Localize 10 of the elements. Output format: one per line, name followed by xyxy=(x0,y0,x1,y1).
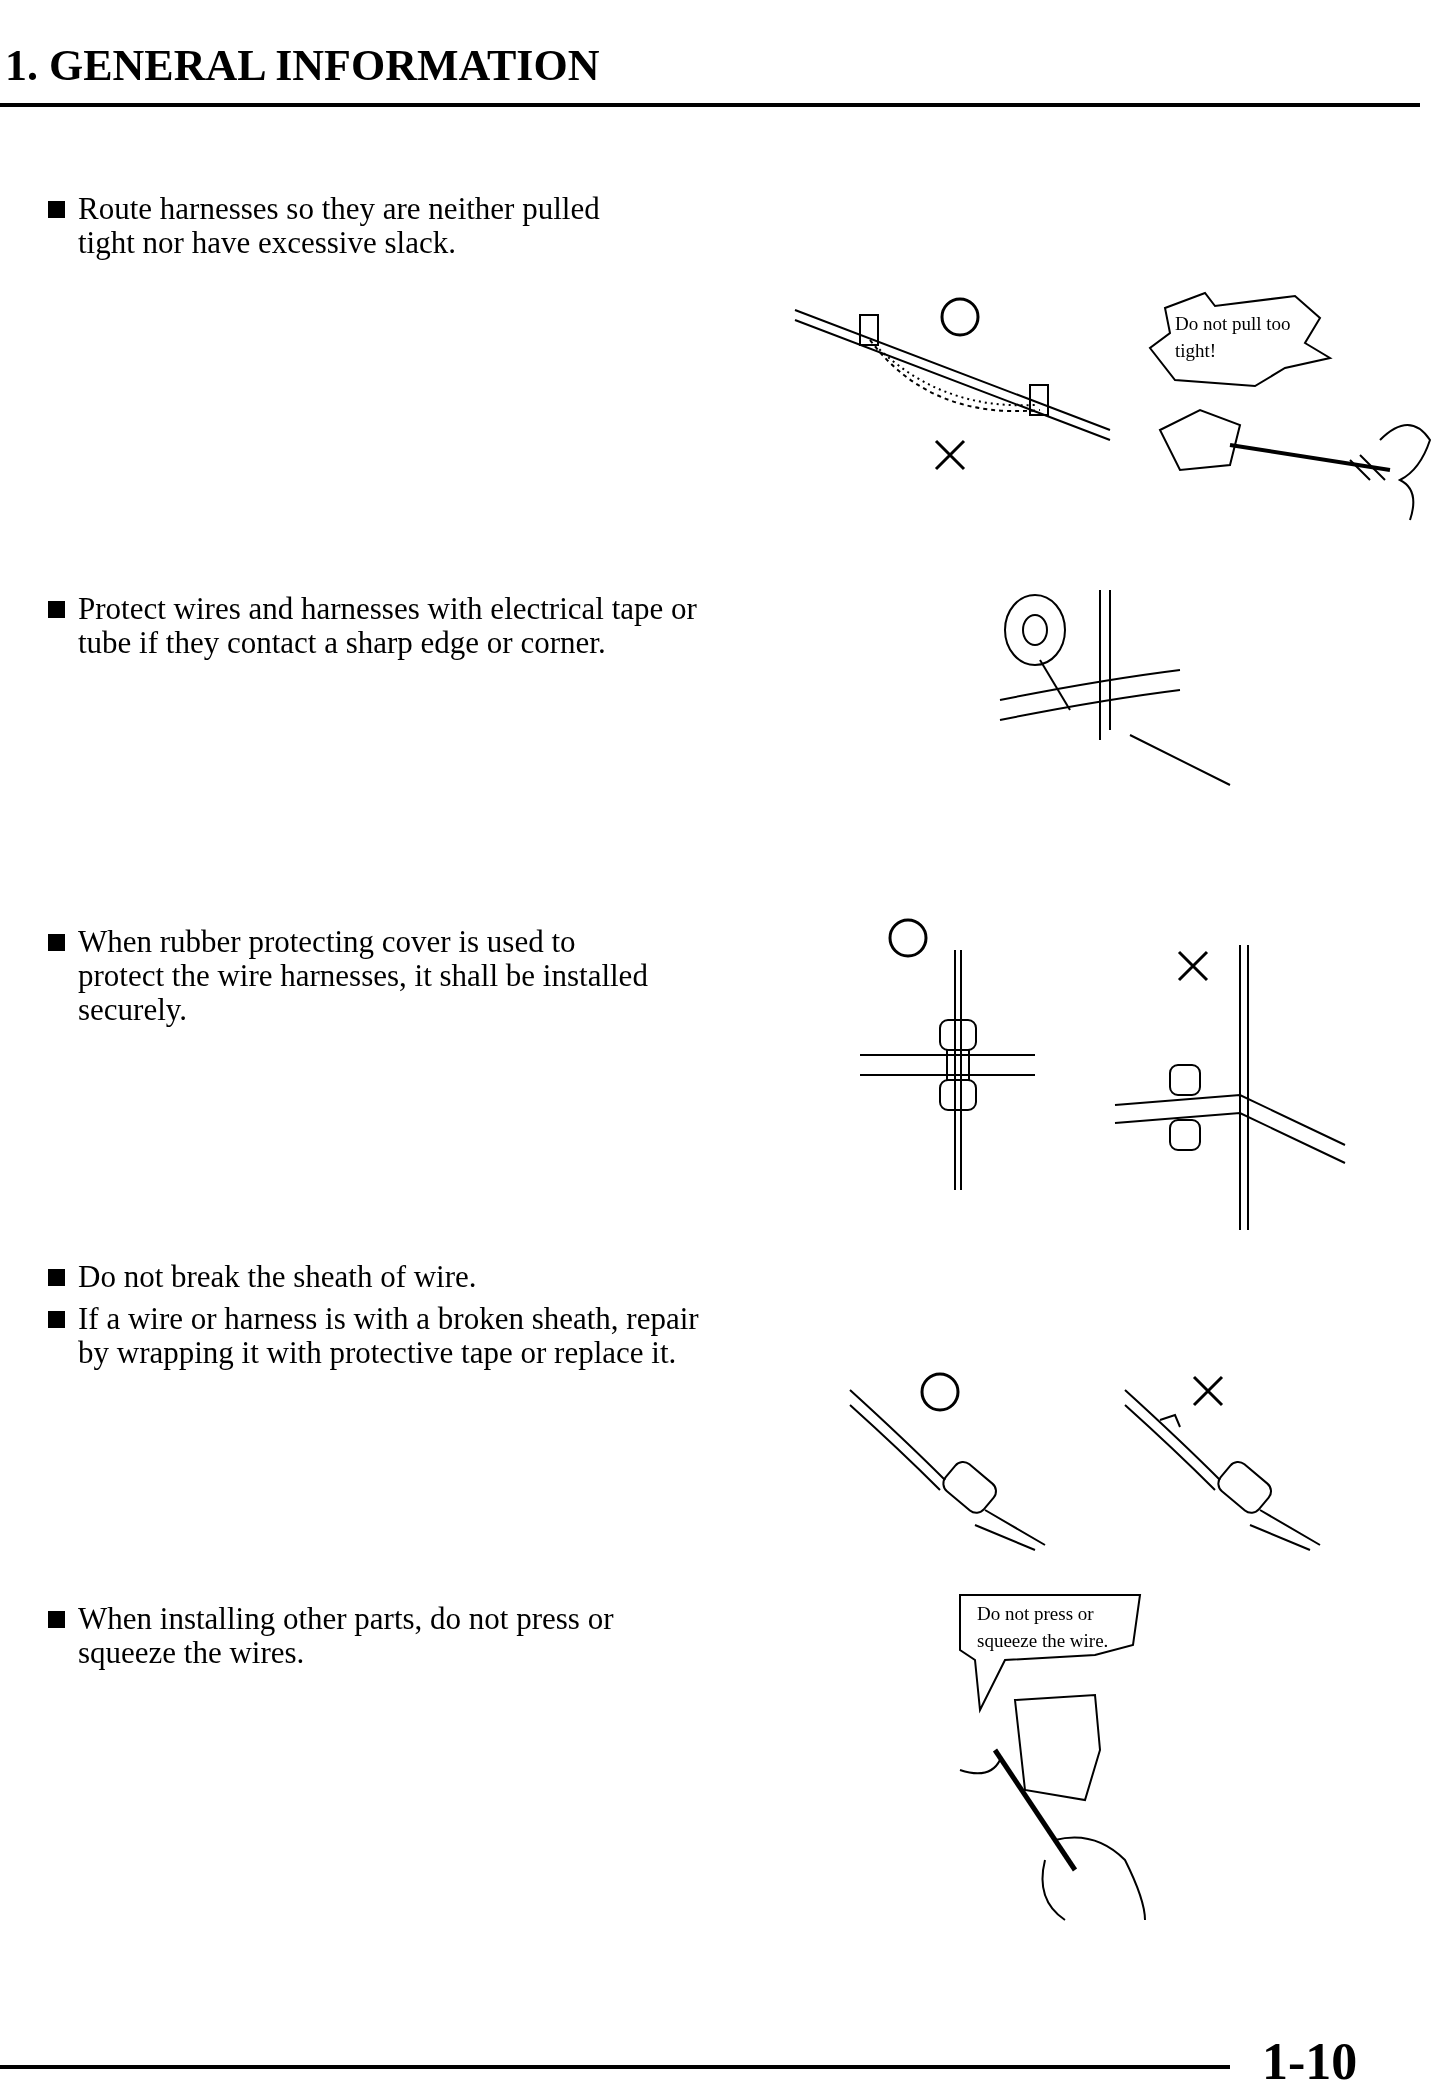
instruction-text: If a wire or harness is with a broken sheath, repair by wrapping it with protective tape or replace it. xyxy=(78,1301,699,1370)
instruction-text: Protect wires and harnesses with electrical tape or tube if they contact a sharp edge or corner. xyxy=(78,591,697,660)
instruction-text: Route harnesses so they are neither pulled tight nor have excessive slack. xyxy=(78,191,600,260)
bubble-text: Do not press or squeeze the wire. xyxy=(977,1602,1110,1653)
page-number: 1-10 xyxy=(1262,2032,1358,2091)
page-title: 1. GENERAL INFORMATION xyxy=(5,40,600,91)
instruction-text: When installing other parts, do not press or squeeze the wires. xyxy=(78,1601,614,1670)
instruction-text: When rubber protecting cover is used to protect the wire harnesses, it shall be installed securely. xyxy=(78,924,648,1027)
instruction-text: Do not break the sheath of wire. xyxy=(78,1259,477,1294)
bubble-text: Do not pull too tight! xyxy=(1175,312,1292,363)
